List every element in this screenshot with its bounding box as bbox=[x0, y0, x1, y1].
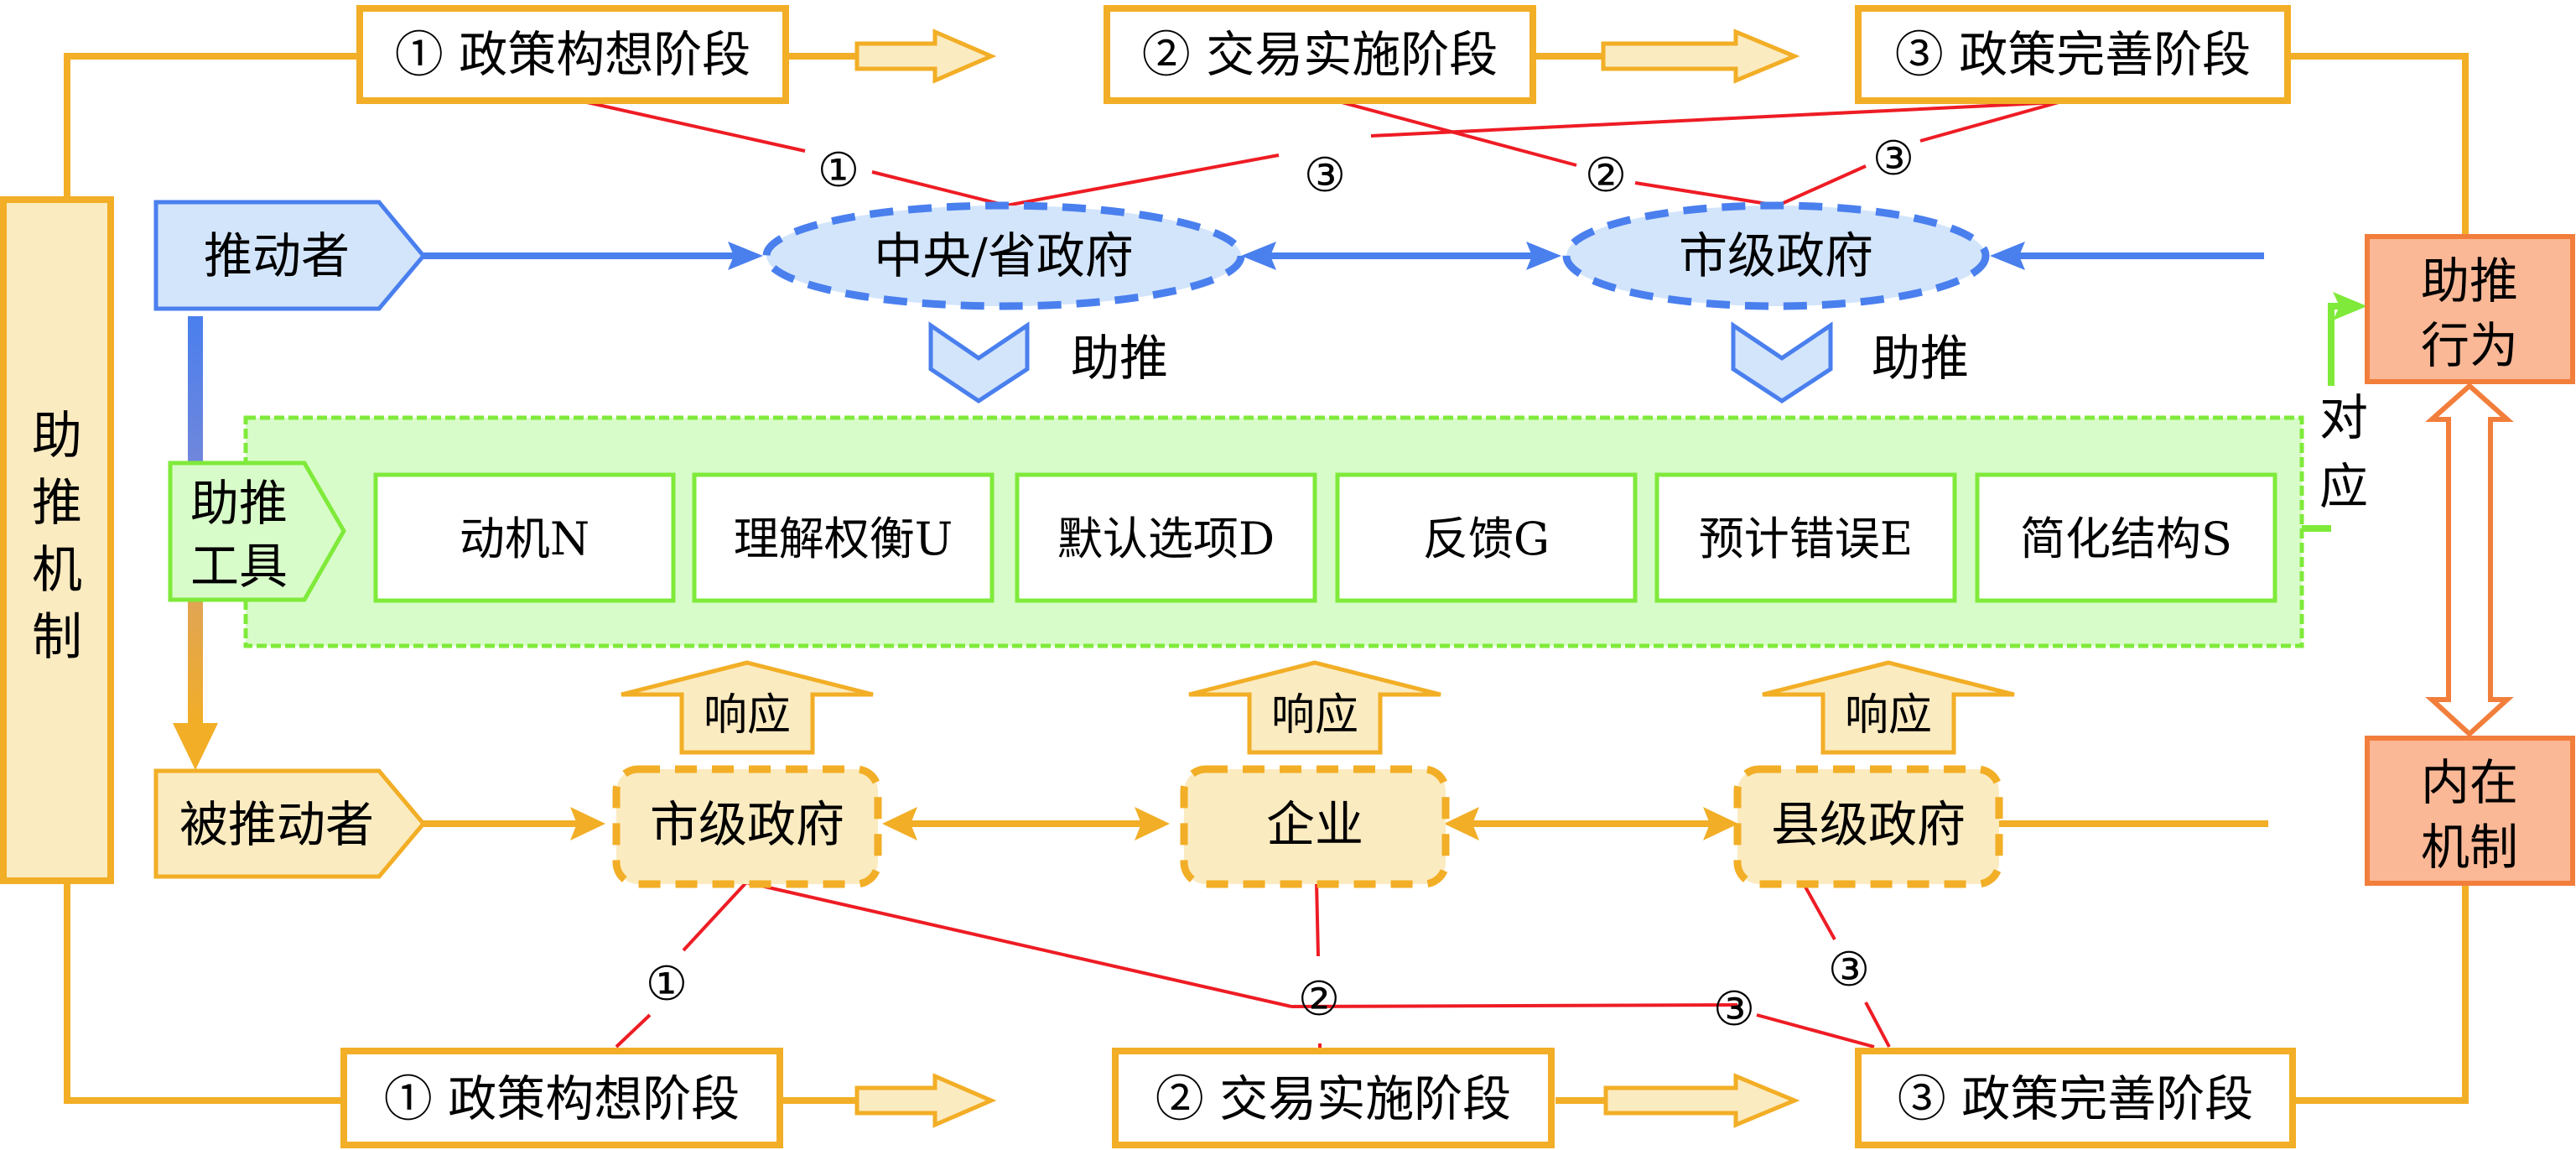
frame-line-top-left bbox=[64, 53, 356, 200]
nudge-label-1: 助推 bbox=[1071, 330, 1168, 387]
nudge-tool-item: 默认选项D bbox=[1015, 472, 1317, 603]
nudge-tool-label: 预计错误E bbox=[1699, 513, 1913, 565]
nudge-tool-label: 理解权衡U bbox=[734, 513, 953, 565]
node-county-gov-label: 县级政府 bbox=[1771, 796, 1966, 853]
nudge-label-2: 助推 bbox=[1872, 330, 1969, 387]
left-bar-char-1: 助 bbox=[32, 407, 82, 466]
nudge-chevron-2: 助推 bbox=[1731, 321, 1969, 403]
outer-frame-lines bbox=[64, 53, 2469, 1104]
nudge-tool-item: 动机N bbox=[373, 472, 676, 603]
nudge-tool-box bbox=[1975, 472, 2277, 603]
node-municipal-gov-pusher-label: 市级政府 bbox=[1679, 227, 1873, 284]
top-marker-2: ③ bbox=[1304, 148, 1346, 203]
pushed-label: 被推动者 bbox=[179, 796, 374, 853]
bottom-stage-3: ③ 政策完善阶段 bbox=[1855, 1048, 2296, 1148]
nudge-tool-items: 动机N 理解权衡U 默认选项D 反馈G 预计错误E 简化结构S bbox=[373, 472, 2277, 603]
top-stage-2: ② 交易实施阶段 bbox=[1104, 5, 1536, 104]
top-marker-3: ② bbox=[1585, 148, 1627, 203]
intrinsic-mechanism-box: 内在 机制 bbox=[2365, 736, 2575, 886]
left-bar-char-3: 机 bbox=[32, 541, 82, 600]
bottom-stage-1-label: ① 政策构想阶段 bbox=[384, 1070, 740, 1127]
bottom-marker-2: ② bbox=[1298, 972, 1340, 1027]
bottom-stage-2-label: ② 交易实施阶段 bbox=[1156, 1070, 1511, 1127]
intrinsic-mechanism-line-2: 机制 bbox=[2421, 819, 2518, 876]
left-bar-nudge-mechanism: 助 推 机 制 bbox=[0, 196, 114, 884]
top-link-markers: ① ③ ② ③ bbox=[818, 132, 1914, 203]
left-bar-char-4: 制 bbox=[32, 608, 82, 667]
nudge-tool-box bbox=[1015, 472, 1317, 603]
top-marker-1: ① bbox=[818, 143, 860, 198]
response-arrow: 响应 bbox=[621, 660, 874, 755]
nudge-tool-box bbox=[1335, 472, 1638, 603]
bottom-marker-3: ③ bbox=[1713, 982, 1755, 1037]
node-enterprise-label: 企业 bbox=[1266, 796, 1363, 853]
nudge-tool-label: 默认选项D bbox=[1057, 513, 1275, 565]
nudge-tool-box bbox=[692, 472, 995, 603]
correspond-label-2: 应 bbox=[2319, 458, 2368, 515]
pushed-tag: 被推动者 bbox=[153, 768, 427, 879]
nudge-tool-item: 预计错误E bbox=[1654, 472, 1957, 603]
bottom-marker-1: ① bbox=[646, 957, 688, 1012]
nudge-behavior-line-1: 助推 bbox=[2421, 252, 2518, 310]
nudge-chevron-1: 助推 bbox=[928, 321, 1168, 403]
node-enterprise: 企业 bbox=[1180, 765, 1450, 888]
top-stage-2-label: ② 交易实施阶段 bbox=[1142, 26, 1498, 83]
nudge-tools-label-line-2: 工具 bbox=[190, 538, 288, 595]
nudge-tool-label: 动机N bbox=[460, 513, 589, 565]
nudge-tool-label: 反馈G bbox=[1423, 513, 1550, 565]
response-label: 响应 bbox=[1271, 690, 1358, 741]
nudge-behavior-line-2: 行为 bbox=[2421, 317, 2518, 374]
response-arrow-shape bbox=[1762, 660, 2015, 755]
response-arrow: 响应 bbox=[1762, 660, 2015, 755]
nudge-tools-tag: 助推 工具 bbox=[168, 461, 346, 602]
top-stage-arrow-2 bbox=[1601, 29, 1800, 84]
frame-line-bottom-left bbox=[64, 881, 344, 1104]
frame-line-top-right bbox=[2289, 53, 2469, 235]
node-county-gov: 县级政府 bbox=[1733, 765, 2003, 888]
response-label: 响应 bbox=[704, 690, 791, 741]
frame-line-bottom-right bbox=[2293, 885, 2469, 1104]
bottom-stage-1: ① 政策构想阶段 bbox=[340, 1048, 783, 1148]
response-arrows: 响应 响应 响应 bbox=[621, 660, 2015, 755]
node-central-provincial-gov: 中央/省政府 bbox=[762, 201, 1245, 310]
top-link-lines bbox=[586, 101, 2059, 207]
nudge-tool-label: 简化结构S bbox=[2020, 513, 2232, 565]
top-stage-arrow-1 bbox=[854, 29, 997, 84]
bottom-link-lines bbox=[615, 881, 1891, 1049]
intrinsic-mechanism-line-1: 内在 bbox=[2421, 754, 2518, 811]
pusher-tag: 推动者 bbox=[153, 200, 427, 311]
top-marker-4: ③ bbox=[1872, 132, 1914, 186]
bottom-stage-arrow-2 bbox=[1603, 1073, 1800, 1128]
correspond-label-1: 对 bbox=[2319, 389, 2368, 446]
pusher-label: 推动者 bbox=[204, 227, 350, 284]
nudge-tool-item: 理解权衡U bbox=[692, 472, 995, 603]
bottom-stage-3-label: ③ 政策完善阶段 bbox=[1898, 1070, 2253, 1127]
top-stage-1-label: ① 政策构想阶段 bbox=[395, 26, 750, 83]
nudge-tool-item: 反馈G bbox=[1335, 472, 1638, 603]
node-municipal-gov-pushed-label: 市级政府 bbox=[650, 796, 844, 853]
left-bar-char-2: 推 bbox=[32, 474, 82, 533]
response-arrow: 响应 bbox=[1188, 660, 1441, 755]
response-arrow-shape bbox=[621, 660, 874, 755]
nudge-tool-item: 简化结构S bbox=[1975, 472, 2277, 603]
bottom-stage-arrow-1 bbox=[854, 1073, 997, 1128]
nudge-tool-box bbox=[373, 472, 676, 603]
nudge-behavior-box: 助推 行为 bbox=[2365, 234, 2575, 384]
top-stage-3-label: ③ 政策完善阶段 bbox=[1895, 26, 2251, 83]
pusher-arrowheads bbox=[728, 242, 2025, 270]
bottom-link-markers: ① ② ③ ③ bbox=[646, 943, 1870, 1037]
bidirectional-arrow bbox=[2425, 382, 2514, 738]
bottom-stage-2: ② 交易实施阶段 bbox=[1112, 1048, 1555, 1148]
response-arrow-shape bbox=[1188, 660, 1441, 755]
node-municipal-gov-pushed: 市级政府 bbox=[612, 765, 882, 888]
nudge-tool-box bbox=[1654, 472, 1957, 603]
top-stage-3: ③ 政策完善阶段 bbox=[1855, 5, 2291, 104]
response-label: 响应 bbox=[1845, 690, 1932, 741]
node-central-provincial-gov-label: 中央/省政府 bbox=[874, 227, 1134, 284]
node-municipal-gov-pusher: 市级政府 bbox=[1562, 201, 1990, 310]
nudge-tools-label-line-1: 助推 bbox=[190, 475, 288, 532]
bottom-marker-4: ③ bbox=[1828, 943, 1870, 997]
top-stage-1: ① 政策构想阶段 bbox=[356, 5, 789, 104]
correspond-connector: 对 应 bbox=[2302, 292, 2368, 532]
